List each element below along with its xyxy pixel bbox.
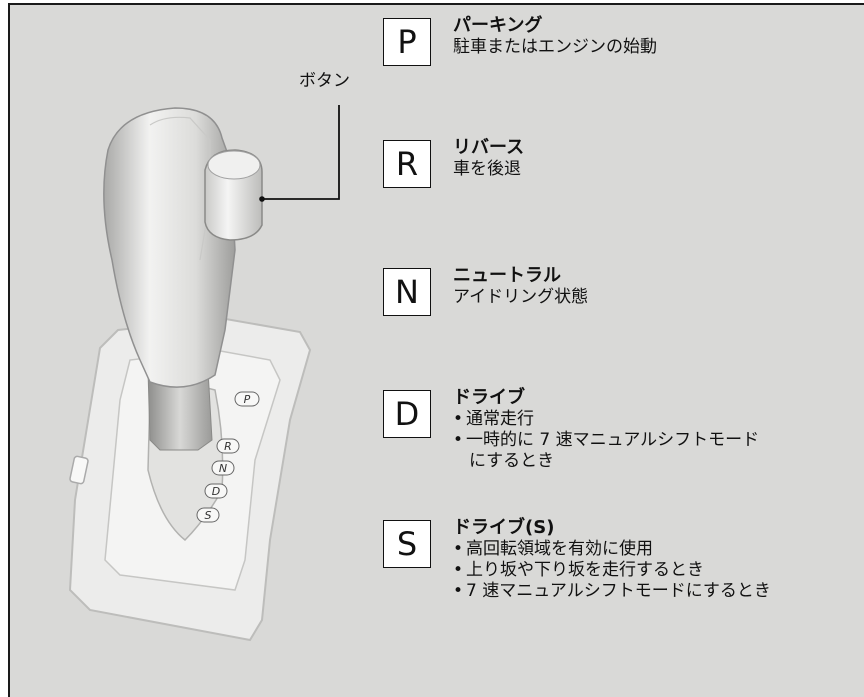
gate-label-p-text: P: [244, 393, 251, 406]
gate-label-s: S: [196, 507, 220, 523]
position-d-letter-box: D: [383, 390, 431, 438]
position-s-bullet-3: 7 速マニュアルシフトモードにするとき: [453, 581, 771, 602]
position-r-title: リバース: [453, 137, 525, 158]
button-leader-line: [262, 105, 340, 200]
svg-text:D: D: [212, 485, 220, 498]
position-p-letter-box: P: [383, 18, 431, 66]
position-s-title: ドライブ(S): [453, 517, 555, 538]
position-r-letter-box: R: [383, 140, 431, 188]
position-r-text: リバース 車を後退: [453, 137, 524, 180]
position-n-desc: アイドリング状態: [453, 287, 589, 307]
gate-label-p: P: [234, 391, 260, 407]
position-s-letter-box: S: [383, 520, 431, 568]
position-r-desc: 車を後退: [453, 159, 521, 179]
position-d-title: ドライブ: [453, 387, 525, 408]
position-p-text: パーキング 駐車またはエンジンの始動: [453, 15, 657, 58]
position-d-bullet-2: 一時的に 7 速マニュアルシフトモード: [453, 430, 759, 451]
position-n-text: ニュートラル アイドリング状態: [453, 265, 588, 308]
gate-label-r: R: [216, 438, 240, 454]
gate-label-d: D: [204, 483, 228, 499]
svg-text:S: S: [205, 509, 212, 522]
position-p-title: パーキング: [453, 15, 543, 36]
button-label: ボタン: [299, 71, 350, 91]
position-n-letter-box: N: [383, 268, 431, 316]
position-s-bullet-2: 上り坂や下り坂を走行するとき: [453, 560, 771, 581]
shift-knob: [103, 107, 236, 388]
gate-notch: [69, 455, 89, 485]
position-d-text: ドライブ 通常走行 一時的に 7 速マニュアルシフトモード にするとき: [453, 387, 759, 472]
leader-dot: [259, 196, 265, 202]
position-d-bullet-1: 通常走行: [453, 409, 759, 430]
position-p-desc: 駐車またはエンジンの始動: [453, 37, 657, 57]
svg-text:N: N: [219, 462, 227, 475]
position-s-bullet-1: 高回転領域を有効に使用: [453, 539, 771, 560]
position-d-bullet-2-continuation: にするとき: [469, 451, 555, 471]
position-s-text: ドライブ(S) 高回転領域を有効に使用 上り坂や下り坂を走行するとき 7 速マニ…: [453, 517, 771, 602]
position-n-title: ニュートラル: [453, 265, 561, 286]
gate-label-n: N: [211, 460, 235, 476]
svg-text:R: R: [224, 440, 232, 453]
